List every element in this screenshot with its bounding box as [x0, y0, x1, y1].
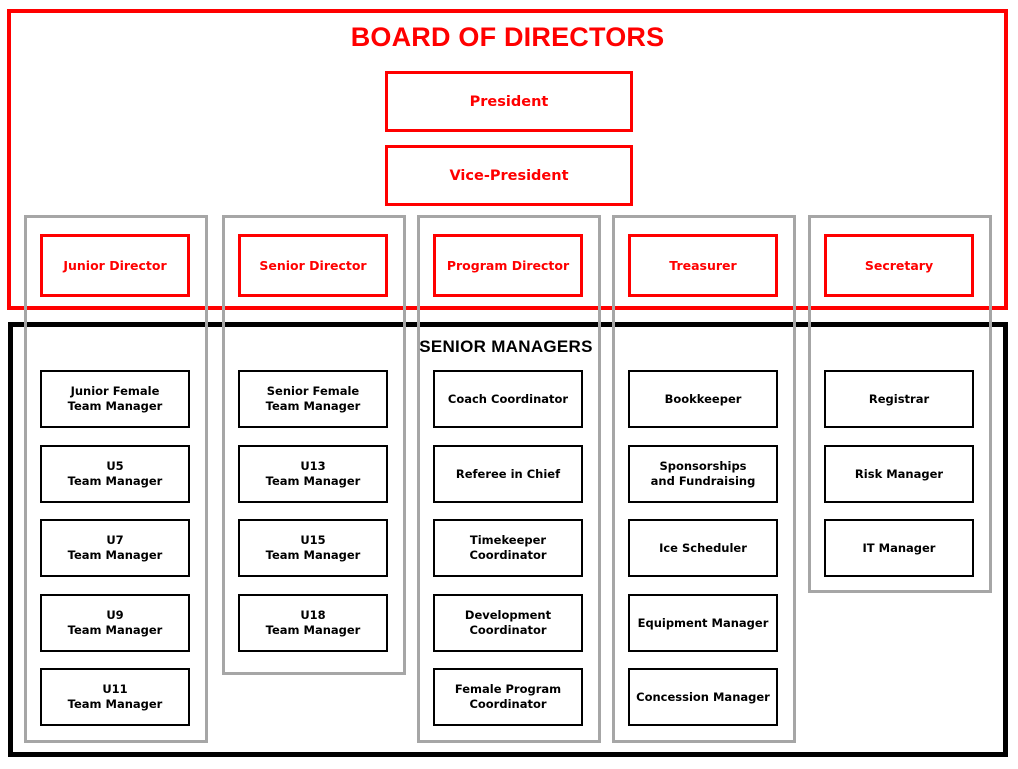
manager-label-line1: Registrar	[868, 391, 930, 406]
manager-label-line1: U5	[106, 459, 124, 474]
column-frame-2	[222, 215, 406, 675]
manager-box-bookkeeper[interactable]: Bookkeeper	[628, 370, 778, 428]
manager-label-line2: Team Manager	[265, 474, 361, 488]
manager-label-line1: Timekeeper	[469, 533, 547, 548]
manager-label-line1: U11	[102, 682, 128, 697]
manager-label-line1: Coach Coordinator	[447, 391, 569, 406]
manager-label-line1: U15	[300, 533, 326, 548]
manager-label-line1: U18	[300, 608, 326, 623]
column-frame-1	[24, 215, 208, 743]
manager-label-line2: Coordinator	[469, 623, 547, 637]
manager-label-line1: Risk Manager	[854, 466, 944, 481]
manager-label-line2: Team Manager	[265, 548, 361, 562]
president-box[interactable]: President	[385, 71, 633, 132]
manager-label-line2: and Fundraising	[650, 474, 756, 488]
manager-label-line2: Team Manager	[67, 697, 163, 711]
manager-label-line1: Female Program	[454, 682, 562, 697]
manager-label-line2: Team Manager	[67, 548, 163, 562]
manager-label-line1: Junior Female	[70, 384, 160, 399]
vice-president-box[interactable]: Vice-President	[385, 145, 633, 206]
manager-box-registrar[interactable]: Registrar	[824, 370, 974, 428]
manager-label-line1: U9	[106, 608, 124, 623]
manager-label-line1: Sponsorships	[659, 459, 747, 474]
director-box-senior-director[interactable]: Senior Director	[238, 234, 388, 297]
manager-label-line1: Ice Scheduler	[659, 540, 747, 555]
manager-label-line2: Team Manager	[67, 474, 163, 488]
manager-label-line2: Team Manager	[67, 399, 163, 413]
manager-label-line1: Equipment Manager	[637, 615, 769, 630]
manager-label-line2: Team Manager	[265, 623, 361, 637]
manager-box-ice-scheduler[interactable]: Ice Scheduler	[628, 519, 778, 577]
manager-box-referee-in-chief[interactable]: Referee in Chief	[433, 445, 583, 503]
manager-label-line1: Senior Female	[266, 384, 360, 399]
senior-managers-title: SENIOR MANAGERS	[419, 337, 593, 356]
manager-label-line1: Referee in Chief	[455, 466, 561, 481]
manager-box-coach-coordinator[interactable]: Coach Coordinator	[433, 370, 583, 428]
manager-label-line1: IT Manager	[862, 540, 936, 555]
manager-box-risk-manager[interactable]: Risk Manager	[824, 445, 974, 503]
manager-label-line1: U13	[300, 459, 326, 474]
board-title: BOARD OF DIRECTORS	[350, 22, 665, 52]
director-box-secretary[interactable]: Secretary	[824, 234, 974, 297]
board-of-directors-frame	[7, 9, 1008, 310]
column-frame-5	[808, 215, 992, 593]
manager-box-concession-manager[interactable]: Concession Manager	[628, 668, 778, 726]
director-box-treasurer[interactable]: Treasurer	[628, 234, 778, 297]
manager-label-line1: Concession Manager	[636, 689, 770, 704]
column-frame-4	[612, 215, 796, 743]
manager-label-line2: Coordinator	[469, 697, 547, 711]
manager-label-line1: U7	[106, 533, 124, 548]
manager-box-it-manager[interactable]: IT Manager	[824, 519, 974, 577]
manager-label-line2: Team Manager	[67, 623, 163, 637]
director-box-program-director[interactable]: Program Director	[433, 234, 583, 297]
manager-label-line1: Development	[464, 608, 552, 623]
manager-label-line2: Coordinator	[469, 548, 547, 562]
manager-box-equipment-manager[interactable]: Equipment Manager	[628, 594, 778, 652]
manager-label-line2: Team Manager	[265, 399, 361, 413]
manager-label-line1: Bookkeeper	[664, 391, 742, 406]
director-box-junior-director[interactable]: Junior Director	[40, 234, 190, 297]
senior-managers-frame	[8, 322, 1008, 757]
column-frame-3	[417, 215, 601, 743]
